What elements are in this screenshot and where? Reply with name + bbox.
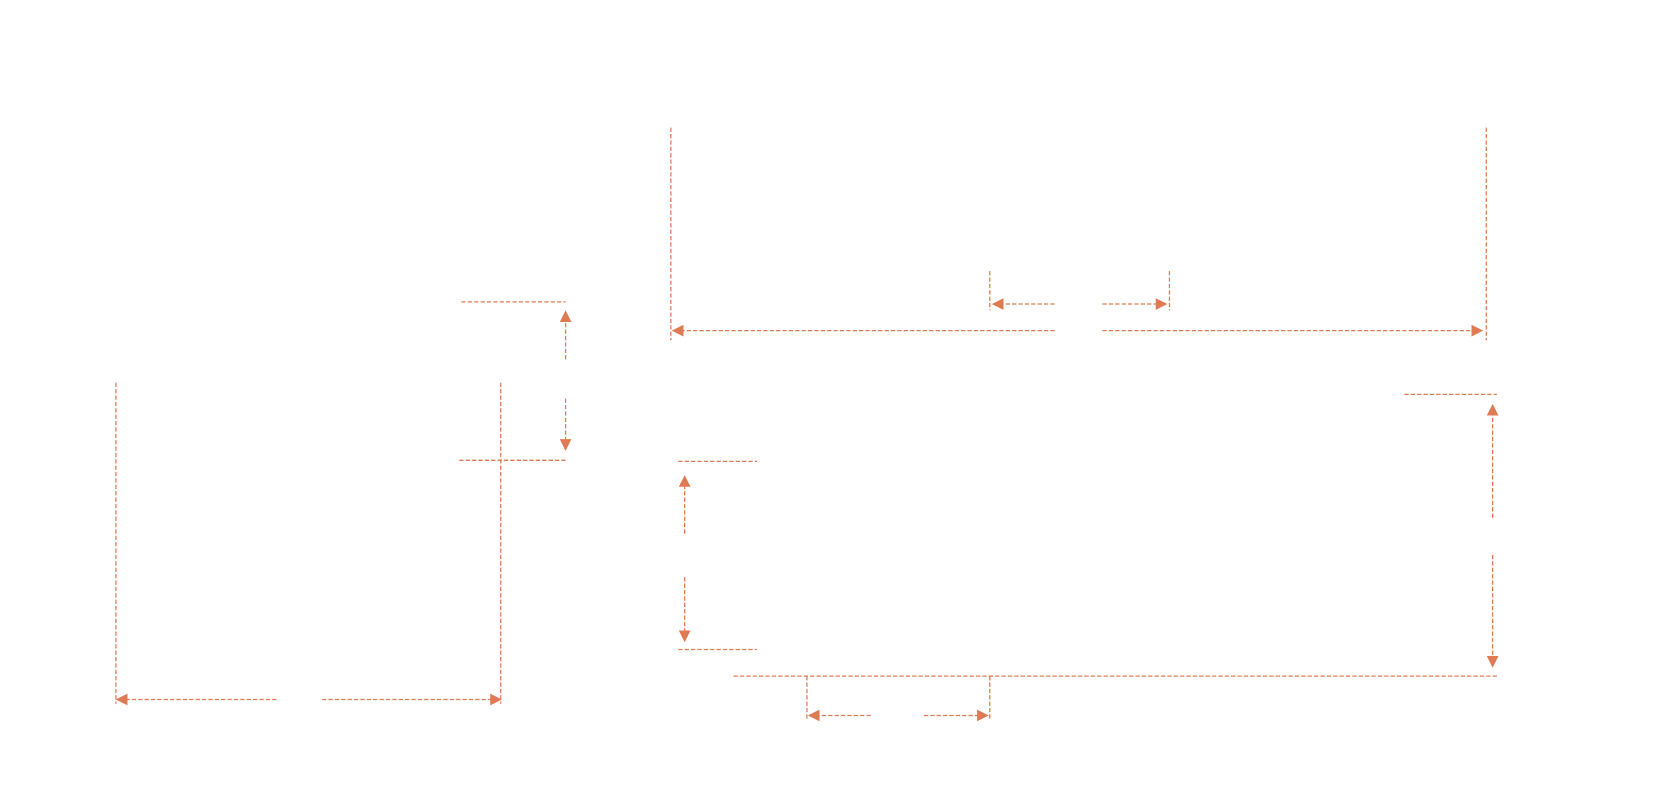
dimension-middle-height	[678, 460, 757, 651]
dimension-top-wide	[670, 127, 1487, 341]
dimension-left-width	[115, 382, 502, 706]
dimension-top-narrow	[989, 271, 1171, 311]
dimension-bottom-width	[806, 676, 991, 722]
dimension-left-height	[459, 301, 572, 461]
dimension-right-height	[733, 393, 1499, 677]
